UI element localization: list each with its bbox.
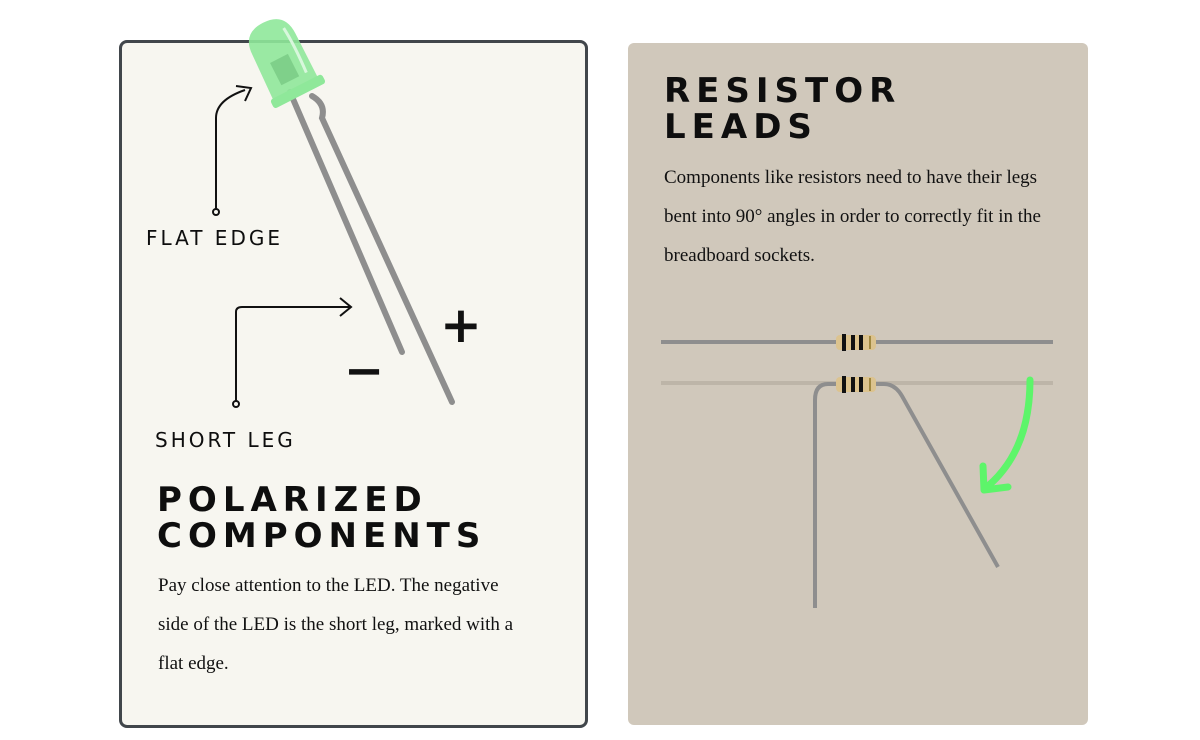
resistor-title-line2: LEADS	[664, 107, 818, 147]
negative-symbol: −	[344, 343, 385, 399]
bend-direction-arrow	[979, 376, 1034, 494]
resistor-bent	[661, 376, 1053, 608]
polarized-body: Pay close attention to the LED. The nega…	[158, 575, 514, 674]
positive-symbol: +	[440, 296, 482, 354]
polarized-components-card	[119, 40, 588, 728]
resistor-straight	[661, 334, 1053, 351]
flat-edge-arrow	[212, 85, 253, 216]
polarized-title-line2: COMPONENTS	[157, 516, 487, 556]
led-legs	[287, 89, 455, 405]
flat-edge-label: FLAT EDGE	[146, 226, 283, 250]
led-icon	[248, 19, 326, 108]
polarized-title-line1: POLARIZED	[157, 480, 428, 520]
short-leg-arrow	[232, 297, 353, 408]
resistor-body: Components like resistors need to have t…	[664, 167, 1041, 266]
short-leg-label: SHORT LEG	[155, 428, 296, 452]
resistor-title-line1: RESISTOR	[664, 71, 902, 111]
